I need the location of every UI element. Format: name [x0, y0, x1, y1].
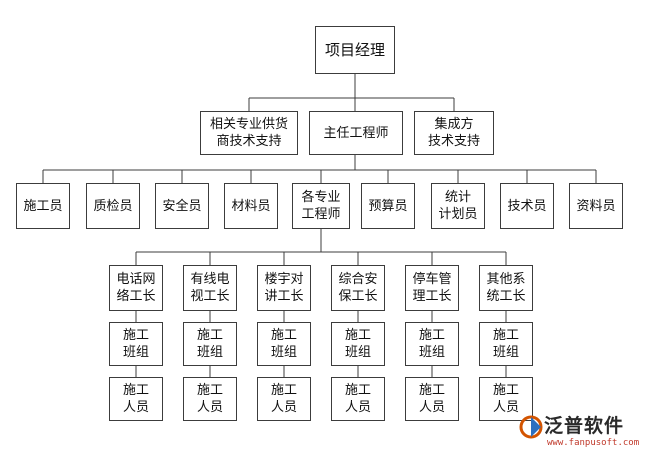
node-telephone-foreman: 电话网 络工长	[109, 265, 163, 311]
node-staff-cable-tv: 施工 人员	[183, 377, 237, 421]
node-staff-other: 施工 人员	[479, 377, 533, 421]
node-parking-foreman: 停车管 理工长	[405, 265, 459, 311]
node-constructor: 施工员	[16, 183, 70, 229]
node-integrator-support: 集成方 技术支持	[414, 111, 494, 155]
node-technician: 技术员	[500, 183, 554, 229]
node-security-foreman: 综合安 保工长	[331, 265, 385, 311]
node-chief-engineer: 主任工程师	[309, 111, 403, 155]
logo-url-text: www.fanpusoft.com	[547, 438, 640, 448]
node-staff-parking: 施工 人员	[405, 377, 459, 421]
node-crew-security: 施工 班组	[331, 322, 385, 366]
node-crew-cable-tv: 施工 班组	[183, 322, 237, 366]
node-crew-parking: 施工 班组	[405, 322, 459, 366]
node-document-officer: 资料员	[569, 183, 623, 229]
node-staff-intercom: 施工 人员	[257, 377, 311, 421]
fanpu-logo-icon	[519, 415, 543, 439]
node-supplier-support: 相关专业供货 商技术支持	[200, 111, 298, 155]
node-discipline-engineers: 各专业 工程师	[292, 183, 350, 229]
node-crew-intercom: 施工 班组	[257, 322, 311, 366]
node-cable-tv-foreman: 有线电 视工长	[183, 265, 237, 311]
logo-brand-text: 泛普软件	[544, 415, 625, 437]
node-crew-other: 施工 班组	[479, 322, 533, 366]
fanpu-logo: 泛普软件 www.fanpusoft.com	[514, 410, 642, 456]
node-other-systems-foreman: 其他系 统工长	[479, 265, 533, 311]
node-staff-telephone: 施工 人员	[109, 377, 163, 421]
node-safety-officer: 安全员	[155, 183, 209, 229]
node-intercom-foreman: 楼宇对 讲工长	[257, 265, 311, 311]
node-project-manager: 项目经理	[315, 26, 395, 74]
node-staff-security: 施工 人员	[331, 377, 385, 421]
node-crew-telephone: 施工 班组	[109, 322, 163, 366]
node-budgeter: 预算员	[361, 183, 415, 229]
node-quality-inspector: 质检员	[86, 183, 140, 229]
node-material-officer: 材料员	[224, 183, 278, 229]
node-statistics-planner: 统计 计划员	[431, 183, 485, 229]
